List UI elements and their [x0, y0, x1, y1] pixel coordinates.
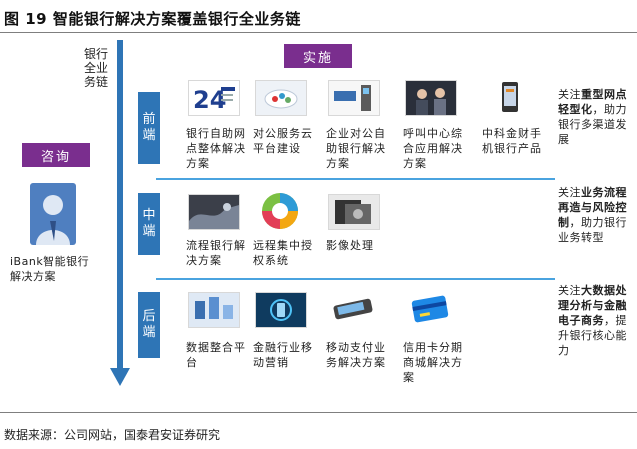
stage-back: 后端	[138, 292, 160, 358]
bottom-divider	[0, 412, 637, 413]
note-back-pre: 关注	[558, 284, 581, 297]
front-item-5-label: 中科金财手机银行产品	[482, 127, 542, 155]
note-front: 关注重型网点轻型化，助力银行多渠道发展	[558, 87, 634, 147]
person-silhouette-icon	[36, 195, 70, 245]
note-front-pre: 关注	[558, 88, 581, 101]
back-item-2-label: 金融行业移动营销	[253, 341, 313, 369]
stage-front: 前端	[138, 92, 160, 164]
stage-front-label: 前端	[142, 112, 156, 143]
mobile-phone-icon	[484, 80, 534, 114]
front-item-4-label: 呼叫中心综合应用解决方案	[403, 127, 463, 170]
chain-label: 银行全业务链	[84, 47, 108, 89]
top-divider	[0, 32, 637, 33]
front-item-3-label: 企业对公自助银行解决方案	[326, 127, 386, 170]
mobile-marketing-icon	[255, 292, 307, 328]
back-item-1-label: 数据整合平台	[186, 341, 246, 369]
front-item-2-label: 对公服务云平台建设	[253, 127, 313, 155]
ibank-person-icon	[30, 183, 76, 245]
middle-item-2-label: 远程集中授权系统	[253, 239, 313, 267]
image-processing-icon	[328, 194, 380, 230]
front-item-1-label: 银行自助网点整体解决方案	[186, 127, 246, 170]
chain-label-text: 银行全业务链	[84, 47, 109, 89]
note-middle-bold: 业务流程再造与风险控制	[558, 186, 627, 229]
note-back: 关注大数据处理分析与金融电子商务，提升银行核心能力	[558, 283, 634, 358]
separator-front-middle	[156, 178, 555, 180]
ibank-label: iBank智能银行解决方案	[10, 255, 90, 283]
stage-middle: 中端	[138, 193, 160, 255]
note-front-post: ，助力银行多渠道发展	[558, 103, 627, 146]
source-note: 数据来源：公司网站，国泰君安证券研究	[4, 428, 221, 442]
note-back-bold: 大数据处理分析与金融电子商务	[558, 284, 627, 327]
credit-card-icon	[405, 292, 455, 326]
stage-middle-label: 中端	[142, 208, 156, 239]
arrow-shaft	[117, 40, 123, 370]
note-middle: 关注业务流程再造与风险控制，助力银行业务转型	[558, 185, 634, 245]
cloud-icon	[255, 80, 307, 116]
consult-badge: 咨询	[22, 143, 90, 167]
mobile-payment-icon	[328, 292, 378, 326]
self-service-logo-icon: 24	[188, 80, 240, 116]
call-center-icon	[405, 80, 457, 116]
chain-down-arrow	[110, 40, 130, 386]
svg-text:24: 24	[193, 86, 226, 114]
note-front-bold: 重型网点轻型化	[558, 88, 627, 116]
middle-item-1-label: 流程银行解决方案	[186, 239, 246, 267]
separator-middle-back	[156, 278, 555, 280]
arrow-head	[110, 368, 130, 386]
note-middle-pre: 关注	[558, 186, 581, 199]
back-item-3-label: 移动支付业务解决方案	[326, 341, 386, 369]
kiosk-icon	[328, 80, 380, 116]
stage-back-label: 后端	[142, 309, 156, 340]
note-middle-post: ，助力银行业务转型	[558, 216, 627, 244]
note-back-post: ，提升银行核心能力	[558, 314, 627, 357]
back-item-4-label: 信用卡分期商城解决方案	[403, 341, 463, 384]
implement-badge: 实施	[284, 44, 352, 68]
process-icon	[188, 194, 240, 230]
data-integration-icon	[188, 292, 240, 328]
figure-title: 图 19 智能银行解决方案覆盖银行全业务链	[4, 10, 301, 28]
authorization-wheel-icon	[258, 191, 302, 231]
middle-item-3-label: 影像处理	[326, 239, 374, 252]
